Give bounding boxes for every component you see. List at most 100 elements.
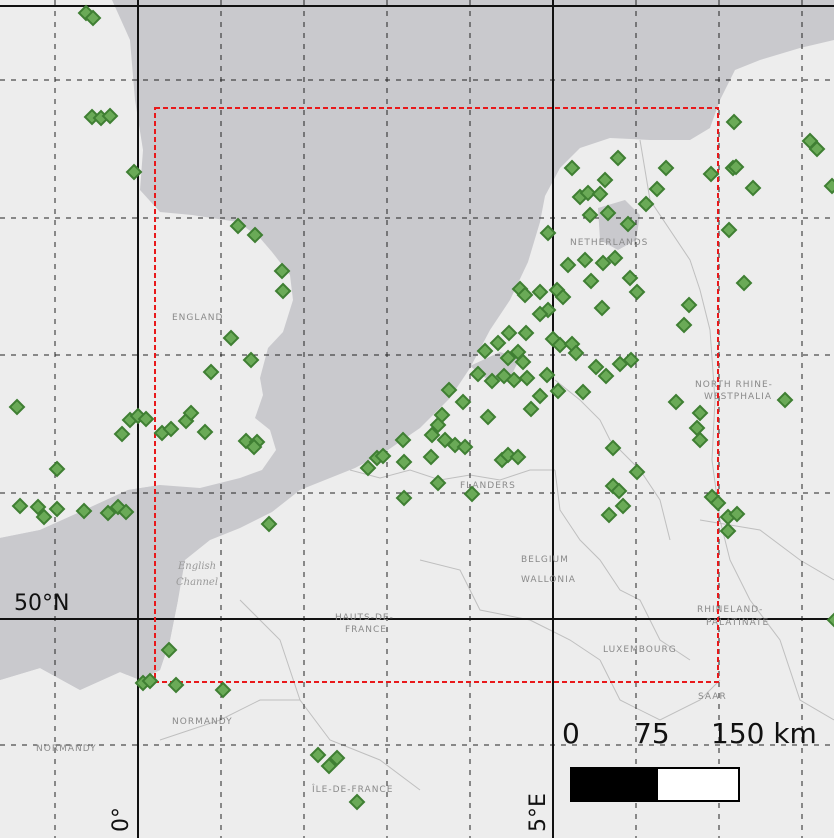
- site-marker[interactable]: [587, 358, 605, 376]
- site-marker[interactable]: [454, 393, 472, 411]
- site-marker[interactable]: [551, 336, 569, 354]
- site-marker[interactable]: [202, 363, 220, 381]
- site-marker[interactable]: [395, 453, 413, 471]
- site-marker[interactable]: [727, 158, 745, 176]
- site-marker[interactable]: [610, 482, 628, 500]
- site-marker[interactable]: [440, 381, 458, 399]
- site-marker[interactable]: [808, 140, 826, 158]
- site-marker[interactable]: [162, 420, 180, 438]
- site-marker[interactable]: [273, 262, 291, 280]
- site-marker[interactable]: [826, 612, 834, 628]
- site-marker[interactable]: [423, 426, 441, 444]
- site-marker[interactable]: [735, 274, 753, 292]
- site-marker[interactable]: [35, 508, 53, 526]
- site-marker[interactable]: [328, 749, 346, 767]
- site-marker[interactable]: [348, 793, 366, 811]
- site-marker[interactable]: [500, 324, 518, 342]
- site-marker[interactable]: [606, 249, 624, 267]
- site-marker[interactable]: [499, 349, 517, 367]
- site-marker[interactable]: [48, 500, 66, 518]
- site-marker[interactable]: [137, 410, 155, 428]
- site-marker[interactable]: [160, 641, 178, 659]
- site-marker[interactable]: [422, 448, 440, 466]
- site-marker[interactable]: [621, 269, 639, 287]
- site-marker[interactable]: [476, 342, 494, 360]
- site-marker[interactable]: [113, 425, 131, 443]
- site-marker[interactable]: [517, 324, 535, 342]
- site-marker[interactable]: [260, 515, 278, 533]
- site-marker[interactable]: [229, 217, 247, 235]
- site-marker[interactable]: [657, 159, 675, 177]
- site-marker[interactable]: [8, 398, 26, 416]
- site-marker[interactable]: [719, 522, 737, 540]
- site-marker[interactable]: [182, 404, 200, 422]
- site-marker[interactable]: [429, 474, 447, 492]
- site-marker[interactable]: [600, 506, 618, 524]
- site-marker[interactable]: [125, 163, 143, 181]
- site-marker[interactable]: [581, 206, 599, 224]
- site-marker[interactable]: [604, 439, 622, 457]
- site-marker[interactable]: [691, 431, 709, 449]
- site-marker[interactable]: [84, 9, 102, 27]
- site-marker[interactable]: [725, 113, 743, 131]
- site-marker[interactable]: [359, 459, 377, 477]
- site-marker[interactable]: [576, 251, 594, 269]
- site-marker[interactable]: [691, 404, 709, 422]
- site-marker[interactable]: [117, 503, 135, 521]
- site-marker[interactable]: [518, 369, 536, 387]
- site-marker[interactable]: [619, 215, 637, 233]
- site-marker[interactable]: [489, 334, 507, 352]
- site-marker[interactable]: [709, 494, 727, 512]
- site-marker[interactable]: [48, 460, 66, 478]
- site-marker[interactable]: [728, 505, 746, 523]
- site-marker[interactable]: [609, 149, 627, 167]
- site-marker[interactable]: [680, 296, 698, 314]
- site-marker[interactable]: [549, 382, 567, 400]
- site-marker[interactable]: [628, 283, 646, 301]
- site-marker[interactable]: [611, 355, 629, 373]
- site-marker[interactable]: [594, 254, 612, 272]
- site-marker[interactable]: [101, 107, 119, 125]
- site-marker[interactable]: [483, 372, 501, 390]
- site-marker[interactable]: [245, 438, 263, 456]
- site-marker[interactable]: [574, 383, 592, 401]
- site-marker[interactable]: [167, 676, 185, 694]
- site-marker[interactable]: [531, 283, 549, 301]
- site-marker[interactable]: [675, 316, 693, 334]
- site-marker[interactable]: [614, 497, 632, 515]
- site-marker[interactable]: [531, 387, 549, 405]
- site-marker[interactable]: [582, 272, 600, 290]
- site-marker[interactable]: [823, 177, 834, 195]
- site-marker[interactable]: [395, 489, 413, 507]
- site-marker[interactable]: [141, 672, 159, 690]
- site-marker[interactable]: [509, 448, 527, 466]
- site-marker[interactable]: [309, 746, 327, 764]
- site-marker[interactable]: [75, 502, 93, 520]
- site-marker[interactable]: [531, 305, 549, 323]
- site-marker[interactable]: [559, 256, 577, 274]
- site-marker[interactable]: [505, 371, 523, 389]
- site-marker[interactable]: [579, 184, 597, 202]
- site-marker[interactable]: [720, 221, 738, 239]
- site-marker[interactable]: [99, 504, 117, 522]
- site-marker[interactable]: [456, 438, 474, 456]
- site-marker[interactable]: [469, 365, 487, 383]
- site-marker[interactable]: [539, 224, 557, 242]
- site-marker[interactable]: [433, 406, 451, 424]
- site-marker[interactable]: [479, 408, 497, 426]
- site-marker[interactable]: [242, 351, 260, 369]
- site-marker[interactable]: [667, 393, 685, 411]
- site-marker[interactable]: [554, 288, 572, 306]
- site-marker[interactable]: [567, 344, 585, 362]
- site-marker[interactable]: [563, 159, 581, 177]
- site-marker[interactable]: [394, 431, 412, 449]
- site-marker[interactable]: [222, 329, 240, 347]
- site-marker[interactable]: [648, 180, 666, 198]
- site-marker[interactable]: [11, 497, 29, 515]
- site-marker[interactable]: [597, 367, 615, 385]
- site-marker[interactable]: [744, 179, 762, 197]
- site-marker[interactable]: [214, 681, 232, 699]
- site-marker[interactable]: [776, 391, 794, 409]
- site-marker[interactable]: [463, 485, 481, 503]
